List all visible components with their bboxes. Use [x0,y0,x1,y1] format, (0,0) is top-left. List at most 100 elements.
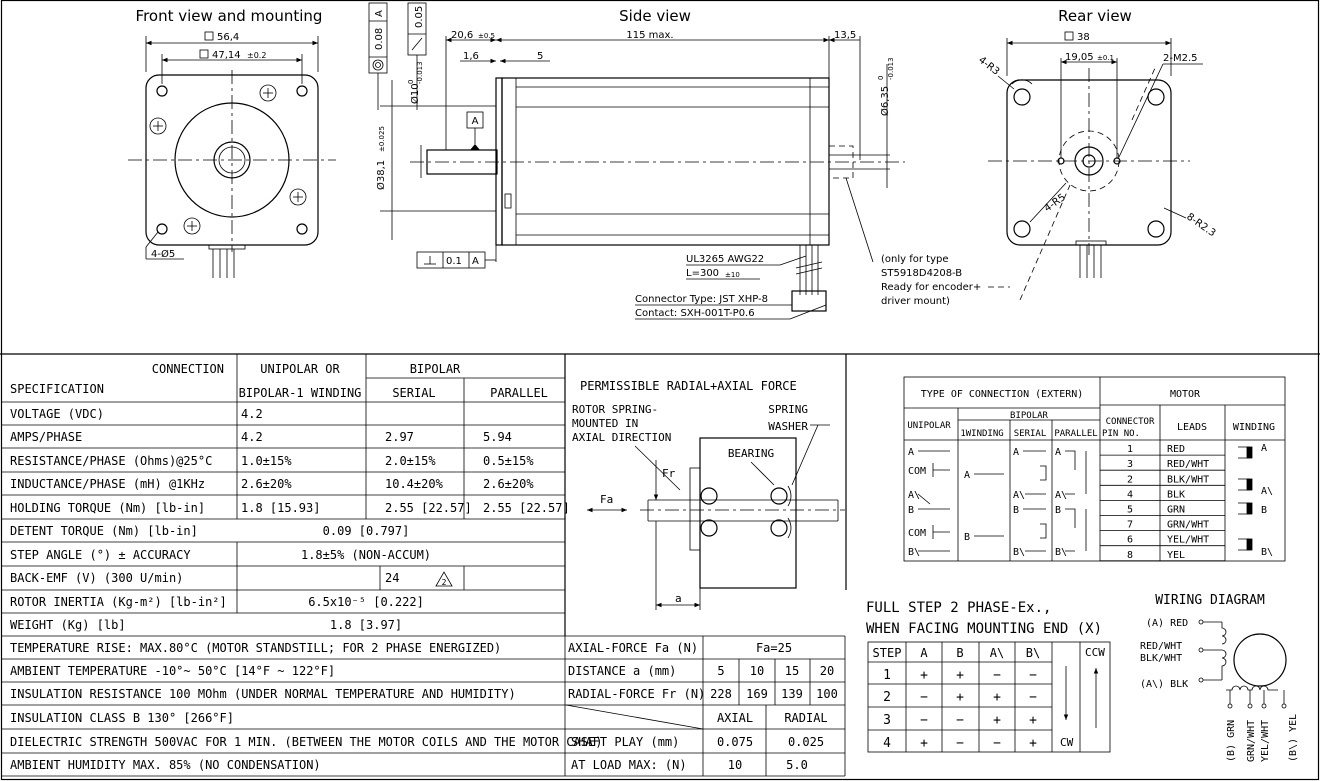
phase-cell: + [920,668,928,683]
svg-text:2-M2.5: 2-M2.5 [1163,53,1198,64]
pin-number: 5 [1127,505,1133,516]
svg-text:A: A [472,256,479,267]
spec-parallel: 2.6±20% [483,477,534,491]
spec-unipolar: 1.0±15% [241,454,292,468]
front-dim-outer: 56,4 [145,31,319,72]
svg-text:Ø6,35: Ø6,35 [879,86,891,116]
spec-label: HOLDING TORQUE (Nm) [lb-in] [10,501,205,515]
svg-text:BLK/WHT: BLK/WHT [1140,653,1182,664]
svg-text:0: 0 [407,80,415,84]
svg-text:19,05: 19,05 [1065,52,1094,63]
connector-type: Connector Type: JST XHP-8 [635,294,768,305]
svg-text:AXIAL: AXIAL [717,711,753,725]
svg-text:Ø38,1: Ø38,1 [375,160,387,190]
svg-text:INSULATION CLASS B 130° [266°F: INSULATION CLASS B 130° [266°F] [10,711,234,725]
svg-text:1WINDING: 1WINDING [960,429,1003,439]
svg-text:CONNECTOR: CONNECTOR [1106,417,1155,427]
svg-text:WASHER: WASHER [768,420,808,433]
svg-text:B\: B\ [1055,547,1067,558]
wiring-diagram: WIRING DIAGRAM (A) RED RED/WHT BLK/WHT (… [1140,593,1299,762]
svg-text:5: 5 [717,664,724,678]
svg-text:24: 24 [385,571,399,585]
phase-sequence: FULL STEP 2 PHASE-Ex., WHEN FACING MOUNT… [866,600,1111,753]
svg-text:Ø10: Ø10 [409,83,421,104]
svg-text:B: B [1013,505,1019,516]
svg-text:TYPE OF CONNECTION (EXTERN): TYPE OF CONNECTION (EXTERN) [921,389,1084,400]
phase-cell: − [920,690,928,705]
spec-serial: 2.55 [22.57] [385,501,472,515]
side-view: Side view 0.08 A 0.05 Ø10 0 -0.013 Ø38,1… [368,2,1010,320]
front-holes-label: 4-Ø5 [151,248,175,260]
svg-text:SHAFT PLAY (mm): SHAFT PLAY (mm) [571,735,679,749]
svg-text:A: A [374,10,385,17]
svg-text:B: B [1055,505,1061,516]
phase-cell: + [1029,713,1037,728]
svg-text:-0.013: -0.013 [416,61,424,84]
svg-text:GRN/WHT: GRN/WHT [1246,720,1257,762]
svg-text:SERIAL: SERIAL [392,386,435,400]
svg-text:BIPOLAR: BIPOLAR [1010,411,1049,421]
svg-text:100: 100 [816,687,838,701]
svg-text:4-R3: 4-R3 [976,55,1001,78]
svg-text:A: A [1261,443,1267,454]
svg-text:CCW: CCW [1085,646,1105,659]
svg-text:20: 20 [820,664,834,678]
svg-text:(A\) BLK: (A\) BLK [1140,679,1188,690]
spec-serial: 2.97 [385,430,414,444]
front-view: Front view and mounting 56,4 47,14 ±0.2 [128,7,336,278]
svg-text:4-R5: 4-R5 [1042,192,1067,214]
force-table: AXIAL-FORCE Fa (N) Fa=25 DISTANCE a (mm)… [564,636,838,776]
svg-text:Fr: Fr [662,467,676,480]
svg-text:BEARING: BEARING [728,447,774,460]
svg-text:1,6: 1,6 [463,51,479,62]
pin-number: 6 [1127,535,1133,546]
phase-header: STEP [873,646,902,660]
pin-number: 3 [1127,459,1133,470]
svg-text:A\: A\ [908,490,920,501]
pin-number: 1 [1127,444,1133,455]
svg-text:228: 228 [710,687,732,701]
phase-header: B [956,646,963,660]
spec-label: VOLTAGE (VDC) [10,407,104,421]
svg-text:6.5x10⁻⁵ [0.222]: 6.5x10⁻⁵ [0.222] [308,595,424,609]
lead-color: BLK [1167,489,1185,500]
phase-cell: + [1029,736,1037,751]
spec-unipolar: 2.6±20% [241,477,292,491]
lead-color: YEL [1167,550,1185,561]
svg-text:WIRING DIAGRAM: WIRING DIAGRAM [1155,593,1265,608]
svg-text:±10: ±10 [725,271,740,279]
svg-text:TEMPERATURE RISE: MAX.80°C (MO: TEMPERATURE RISE: MAX.80°C (MOTOR STANDS… [10,641,501,655]
svg-text:Fa=25: Fa=25 [756,641,792,655]
spec-parallel: 2.55 [22.57] [483,501,570,515]
svg-text:CW: CW [1060,736,1074,749]
phase-cell: + [956,668,964,683]
spec-label: AMPS/PHASE [10,430,82,444]
svg-text:ROTOR SPRING-: ROTOR SPRING- [572,403,658,416]
svg-text:56,4: 56,4 [217,32,239,43]
phase-cell: − [956,736,964,751]
svg-text:BIPOLAR-1 WINDING: BIPOLAR-1 WINDING [239,386,362,400]
svg-text:(B\) YEL: (B\) YEL [1288,714,1299,762]
lead-color: RED/WHT [1167,459,1209,470]
svg-text:20,6: 20,6 [451,30,473,41]
svg-text:B: B [964,532,970,543]
phase-cell: + [993,690,1001,705]
phase-cell: 4 [883,736,891,751]
svg-text:AT LOAD MAX: (N): AT LOAD MAX: (N) [571,758,687,772]
spec-unipolar: 4.2 [241,430,263,444]
spec-serial: 10.4±20% [385,477,444,491]
svg-text:a: a [675,592,682,605]
svg-text:0.08: 0.08 [374,28,385,50]
svg-text:10: 10 [728,758,742,772]
svg-text:YEL/WHT: YEL/WHT [1260,720,1271,762]
front-view-title: Front view and mounting [136,7,323,25]
svg-text:B: B [1261,505,1267,516]
svg-text:15: 15 [785,664,799,678]
svg-text:PIN NO.: PIN NO. [1102,429,1140,439]
lead-color: GRN/WHT [1167,520,1209,531]
svg-text:UNIPOLAR OR: UNIPOLAR OR [260,362,340,376]
svg-text:MOUNTED IN: MOUNTED IN [572,417,638,430]
svg-text:PERMISSIBLE RADIAL+AXIAL FORCE: PERMISSIBLE RADIAL+AXIAL FORCE [580,379,797,393]
